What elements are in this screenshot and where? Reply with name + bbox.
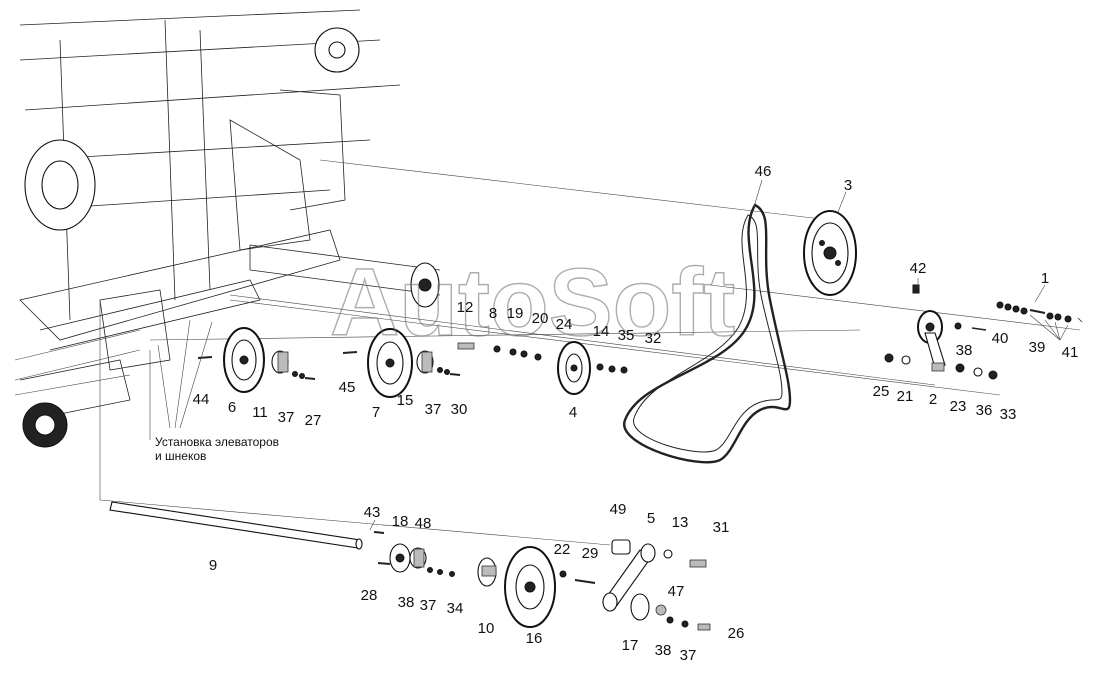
callout-37-d: 37 <box>680 647 697 664</box>
callout-6: 6 <box>228 399 236 416</box>
callout-4: 4 <box>569 404 577 421</box>
caption-line-1: Установка элеваторов <box>155 435 279 449</box>
callout-24: 24 <box>556 316 573 333</box>
drive-belt <box>623 203 792 464</box>
watermark: AutoSoft <box>330 249 735 356</box>
callout-37: 37 <box>278 409 295 426</box>
callout-10: 10 <box>478 620 495 637</box>
pulley-6 <box>223 327 265 393</box>
callout-38-b: 38 <box>398 594 415 611</box>
callout-28: 28 <box>361 587 378 604</box>
hub-11 <box>271 350 289 374</box>
callout-7: 7 <box>372 404 380 421</box>
callout-34: 34 <box>447 600 464 617</box>
callout-47: 47 <box>668 583 685 600</box>
callout-37-c: 37 <box>420 597 437 614</box>
callout-27: 27 <box>305 412 322 429</box>
callout-43: 43 <box>364 504 381 521</box>
spring-set-39 <box>996 301 1083 323</box>
callout-30: 30 <box>451 401 468 418</box>
callout-18: 18 <box>392 513 409 530</box>
hub-15 <box>416 350 434 374</box>
callout-26: 26 <box>728 625 745 642</box>
callout-41: 41 <box>1062 344 1079 361</box>
callout-29: 29 <box>582 545 599 562</box>
callout-25: 25 <box>873 383 890 400</box>
callout-45: 45 <box>339 379 356 396</box>
callout-9: 9 <box>209 557 217 574</box>
callout-49: 49 <box>610 501 627 518</box>
callout-40: 40 <box>992 330 1009 347</box>
pulley-7 <box>367 328 413 398</box>
callout-22: 22 <box>554 541 571 558</box>
callout-35: 35 <box>618 327 635 344</box>
assembly-lines <box>99 159 1081 546</box>
callout-15: 15 <box>397 392 414 409</box>
callout-14: 14 <box>593 323 610 340</box>
callout-42: 42 <box>910 260 927 277</box>
leader-lines <box>369 179 1069 531</box>
callout-21: 21 <box>897 388 914 405</box>
callout-13: 13 <box>672 514 689 531</box>
callout-12: 12 <box>457 299 474 316</box>
pulley-3 <box>803 210 857 296</box>
callout-19: 19 <box>507 305 524 322</box>
machine-frame <box>14 9 401 448</box>
callout-46: 46 <box>755 163 772 180</box>
callout-3: 3 <box>844 177 852 194</box>
callout-44: 44 <box>193 391 210 408</box>
fasteners <box>197 342 628 380</box>
callout-31: 31 <box>713 519 730 536</box>
callout-33: 33 <box>1000 406 1017 423</box>
pulley-4 <box>557 341 591 395</box>
callout-5: 5 <box>647 510 655 527</box>
callout-36: 36 <box>976 402 993 419</box>
tensioner-2 <box>884 284 998 380</box>
callout-23: 23 <box>950 398 967 415</box>
callout-16: 16 <box>526 630 543 647</box>
callout-17: 17 <box>622 637 639 654</box>
shaft-9 <box>109 501 363 550</box>
callouts: 1 2 3 4 5 6 7 8 9 10 11 12 13 14 15 16 1… <box>193 163 1079 664</box>
lower-assembly <box>373 531 711 631</box>
callout-39: 39 <box>1029 339 1046 356</box>
callout-11: 11 <box>252 404 268 421</box>
callout-38-c: 38 <box>655 642 672 659</box>
callout-38: 38 <box>956 342 973 359</box>
caption-line-2: и шнеков <box>155 449 206 463</box>
callout-1: 1 <box>1041 270 1049 287</box>
callout-8: 8 <box>489 305 497 322</box>
callout-2: 2 <box>929 391 937 408</box>
callout-48: 48 <box>415 515 432 532</box>
upper-shaft <box>249 244 441 308</box>
callout-37-b: 37 <box>425 401 442 418</box>
callout-32: 32 <box>645 330 662 347</box>
callout-20: 20 <box>532 310 549 327</box>
